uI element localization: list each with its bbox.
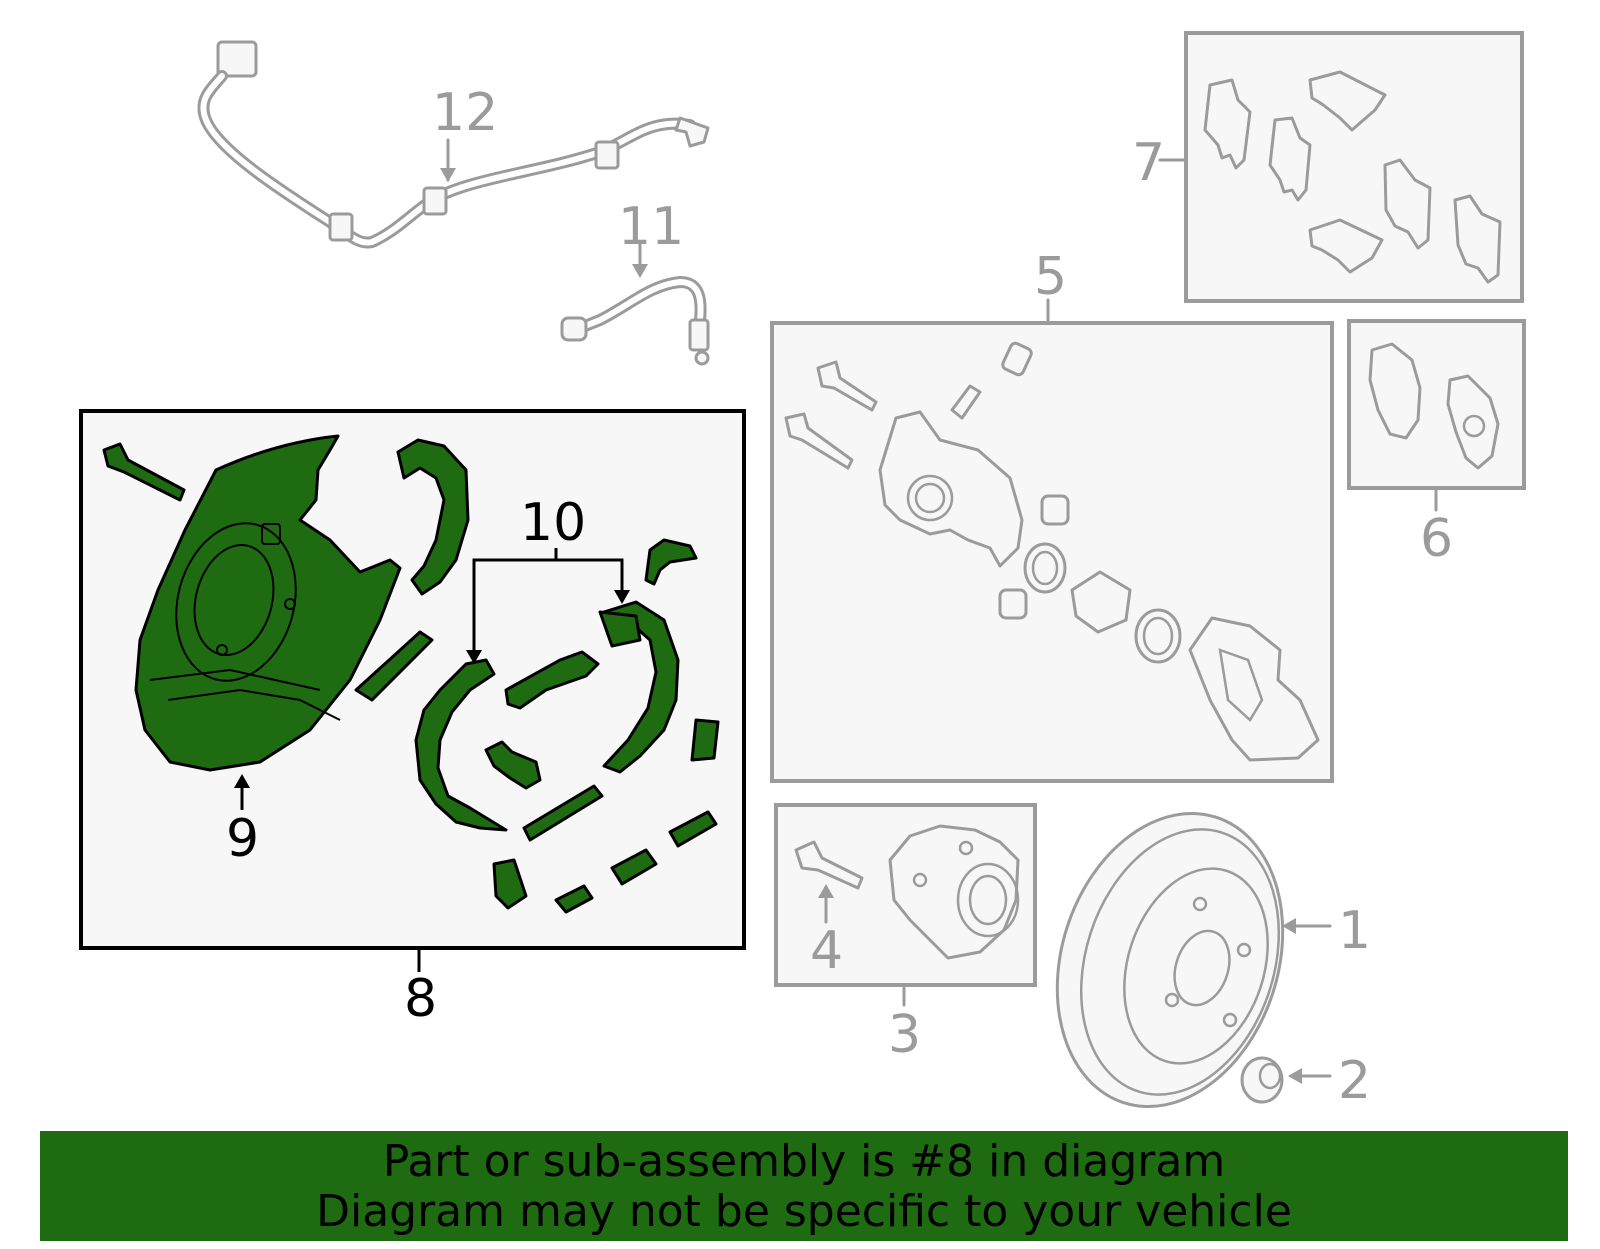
- part-6-brake-pad-set[interactable]: [1347, 319, 1526, 512]
- part-3-hub-bearing[interactable]: [774, 803, 1037, 1007]
- callout-12: 12: [432, 83, 498, 143]
- callout-1: 1: [1338, 901, 1371, 961]
- callout-3: 3: [888, 1005, 921, 1065]
- callout-9-arrow: [234, 774, 250, 810]
- part-2-rotor-screw[interactable]: [1240, 1056, 1332, 1104]
- part-5-caliper-assembly[interactable]: [770, 298, 1334, 783]
- callout-11: 11: [618, 197, 684, 257]
- banner-line-2: Diagram may not be specific to your vehi…: [316, 1186, 1292, 1237]
- part-1-brake-rotor[interactable]: [1021, 784, 1332, 1136]
- callout-8: 8: [404, 969, 437, 1029]
- part-12-abs-sensor-wire[interactable]: [197, 40, 710, 249]
- callout-4: 4: [810, 921, 843, 981]
- part-8-parking-brake-assembly[interactable]: [79, 409, 746, 972]
- callout-7: 7: [1132, 133, 1165, 193]
- part-4-hub-bolt[interactable]: [794, 840, 864, 924]
- callout-10: 10: [520, 493, 586, 553]
- banner-line-1: Part or sub-assembly is #8 in diagram: [382, 1136, 1226, 1187]
- notice-banner: Part or sub-assembly is #8 in diagram Di…: [40, 1131, 1568, 1241]
- part-11-brake-hose[interactable]: [560, 241, 710, 366]
- callout-5: 5: [1034, 247, 1067, 307]
- callout-6: 6: [1420, 509, 1453, 569]
- callout-2: 2: [1338, 1051, 1371, 1111]
- callout-9: 9: [226, 809, 259, 869]
- callout-10-bracket: [466, 548, 630, 664]
- part-7-pad-hardware-kit[interactable]: [1158, 31, 1524, 303]
